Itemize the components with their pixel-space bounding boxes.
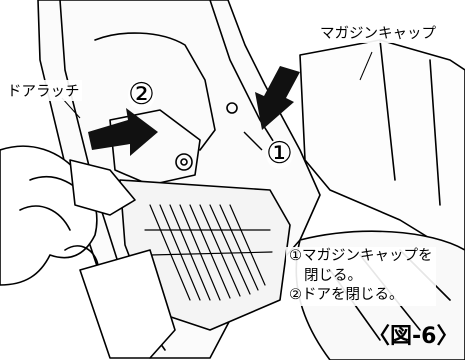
instruction-text: ①マガジンキャップを 閉じる。 ②ドアを閉じる。 [286, 247, 436, 306]
magazine-cap-label: マガジンキャップ [318, 22, 438, 43]
door-latch-arm [69, 159, 136, 216]
arrow-icon [255, 66, 300, 130]
arrow-icon [88, 108, 158, 156]
finger-outline [19, 205, 71, 231]
nail-strip [144, 204, 273, 301]
housing-line [94, 32, 216, 151]
housing-detail [226, 102, 238, 114]
pointer-line [243, 131, 263, 151]
instruction-line-3: ②ドアを閉じる。 [289, 287, 404, 303]
housing-detail [180, 158, 188, 166]
housing-detail [175, 153, 193, 171]
instruction-line-1: ①マガジンキャップを [289, 248, 433, 264]
figure-caption: 〈図-6〉 [368, 324, 459, 349]
door-panel [79, 249, 176, 359]
step-1-marker: ① [266, 136, 293, 171]
pointer-line [359, 51, 373, 81]
finger-outline [64, 245, 99, 266]
magazine-cap-panel [299, 39, 465, 261]
magazine-cap-line [379, 39, 396, 181]
step-2-marker: ② [128, 77, 155, 112]
magazine-cap-line [429, 59, 441, 206]
door-latch-label: ドアラッチ [5, 80, 82, 101]
pointer-line [61, 97, 81, 119]
housing-line [109, 109, 201, 186]
instruction-line-2: 閉じる。 [304, 267, 362, 284]
